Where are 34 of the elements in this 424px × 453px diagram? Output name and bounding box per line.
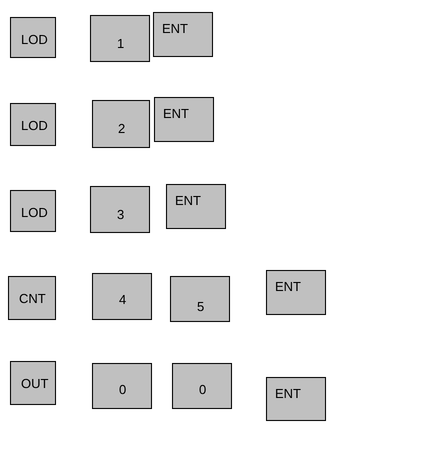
key-label: 0	[119, 382, 126, 397]
key-button	[92, 100, 150, 148]
key-label: LOD	[21, 205, 48, 220]
key-label: 5	[197, 299, 204, 314]
key-label: 3	[117, 207, 124, 222]
key-label: ENT	[175, 193, 201, 208]
key-label: ENT	[275, 386, 301, 401]
key-button	[10, 361, 56, 405]
key-label: OUT	[21, 376, 48, 391]
key-button	[266, 377, 326, 421]
key-label: 1	[117, 36, 124, 51]
key-button	[10, 103, 56, 146]
key-label: LOD	[21, 118, 48, 133]
key-label: 0	[199, 382, 206, 397]
key-button	[8, 276, 56, 320]
key-button	[266, 270, 326, 315]
key-button	[153, 12, 213, 57]
key-button	[90, 15, 150, 62]
key-label: ENT	[275, 279, 301, 294]
key-button	[170, 276, 230, 322]
key-button	[10, 17, 56, 58]
key-label: LOD	[21, 32, 48, 47]
key-button	[166, 184, 226, 229]
key-label: ENT	[162, 21, 188, 36]
key-button	[92, 363, 152, 409]
key-label: CNT	[19, 291, 46, 306]
key-button	[92, 273, 152, 320]
key-label: ENT	[163, 106, 189, 121]
key-button	[10, 190, 56, 232]
key-button	[90, 186, 150, 233]
key-label: 2	[118, 121, 126, 136]
key-button	[154, 97, 214, 142]
key-label: 4	[119, 292, 126, 307]
key-button	[172, 363, 232, 409]
